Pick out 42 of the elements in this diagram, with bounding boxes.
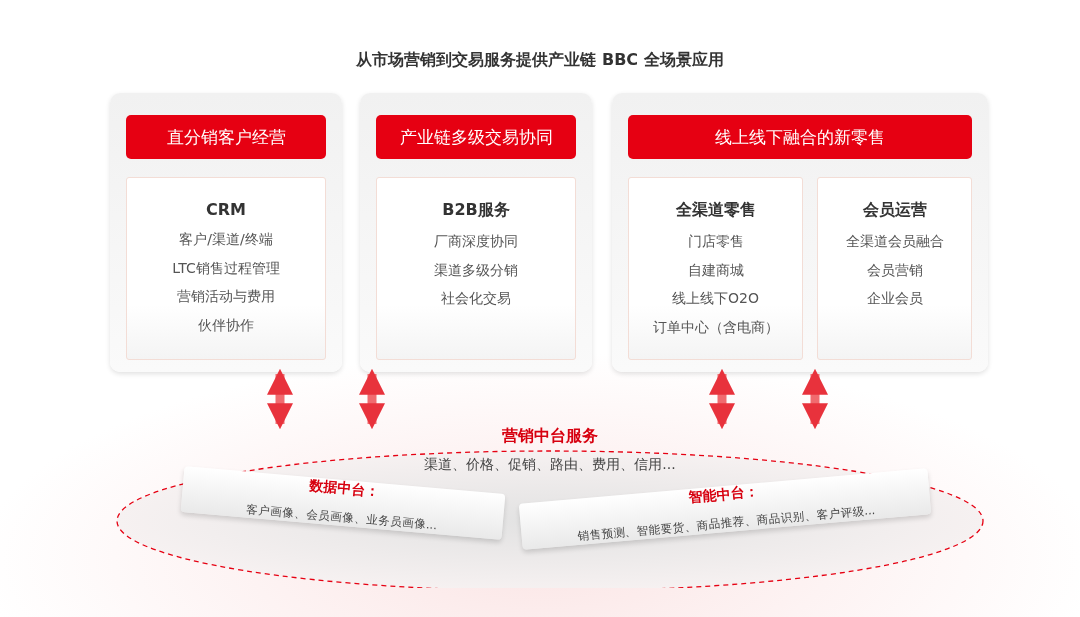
section-title: 线上线下融合的新零售 [715, 125, 885, 149]
list-item: 企业会员 [866, 289, 923, 308]
list-item: 渠道多级分销 [434, 260, 518, 280]
panel-card [612, 93, 988, 372]
double-arrow [267, 368, 293, 430]
list-item: LTC销售过程管理 [172, 258, 280, 278]
list-item: 全渠道会员融合 [845, 232, 944, 251]
card-heading: 全渠道零售 [675, 200, 756, 221]
platform-name: 智能中台： [687, 482, 761, 508]
list-item: 营销活动与费用 [177, 287, 275, 306]
list-item: 会员营销 [866, 260, 923, 280]
section-title: 直分销客户经营 [166, 125, 286, 149]
list-item: 客户/渠道/终端 [179, 230, 273, 249]
section-title: 产业链多级交易协同 [399, 125, 553, 149]
section-header [126, 115, 326, 159]
content-card [628, 177, 803, 360]
double-arrow [802, 368, 828, 430]
card-heading: B2B服务 [442, 200, 510, 221]
list-item: 门店零售 [687, 232, 744, 251]
platform-description: 渠道、价格、促销、路由、费用、信用... [423, 456, 677, 474]
double-arrow [709, 368, 735, 430]
double-arrow [359, 368, 385, 430]
card-heading: 会员运营 [862, 200, 927, 221]
list-item: 社会化交易 [441, 289, 511, 308]
platform-name: 数据中台： [307, 476, 381, 502]
card-heading: CRM [206, 200, 246, 219]
list-item: 自建商城 [687, 260, 744, 280]
list-item: 订单中心（含电商） [652, 317, 779, 337]
list-item: 线上线下O2O [672, 289, 759, 308]
platform-ellipse [115, 426, 985, 588]
content-card [376, 177, 576, 360]
section-header [628, 115, 972, 159]
content-card [126, 177, 326, 360]
section-header [376, 115, 576, 159]
diagram-title: 从市场营销到交易服务提供产业链 BBC 全场景应用 [355, 50, 725, 71]
platform-description: 客户画像、会员画像、业务员画像... [245, 500, 439, 535]
content-card [817, 177, 972, 360]
panel-card [360, 93, 592, 372]
panel-card [110, 93, 342, 372]
list-item: 厂商深度协同 [434, 232, 518, 251]
platform-title: 营销中台服务 [501, 426, 599, 447]
list-item: 伙伴协作 [198, 315, 254, 335]
